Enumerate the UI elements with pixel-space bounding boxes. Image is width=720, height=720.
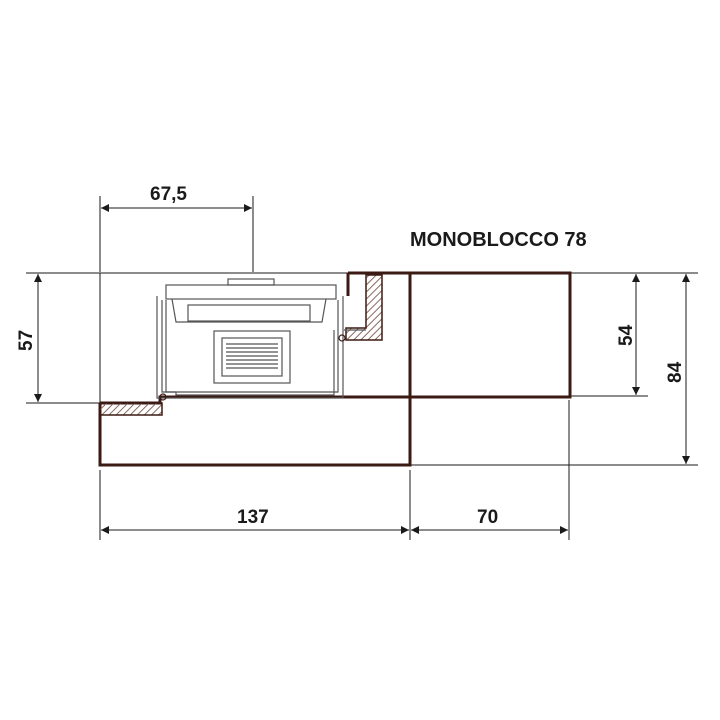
dimension-top-width-label: 67,5 [150, 184, 187, 205]
dimension-bottom-right-width-label: 70 [477, 507, 498, 528]
screw-icon [159, 393, 167, 401]
grille-slats [226, 343, 278, 369]
dimension-bottom-right-width: 70 [411, 400, 570, 540]
dimension-top-width: 67,5 [99, 184, 254, 272]
dimension-right-outer-height-label: 84 [665, 361, 686, 383]
dimension-right-outer-height: 84 [410, 272, 698, 466]
dimension-right-inner-height-label: 54 [616, 324, 637, 346]
dimension-left-height: 57 [16, 272, 100, 404]
drawing-title: MONOBLOCCO 78 [410, 229, 587, 251]
screw-icon [338, 334, 346, 342]
internal-mechanism [156, 278, 366, 401]
hatched-section-left [99, 402, 163, 416]
dimension-bottom-left-width-label: 137 [237, 507, 269, 528]
dimension-bottom-left-width: 137 [99, 470, 411, 540]
hatched-section-right [345, 274, 383, 341]
dimension-left-height-label: 57 [16, 330, 37, 351]
dimension-right-inner-height: 54 [570, 272, 648, 397]
monoblock-outline [98, 271, 572, 467]
